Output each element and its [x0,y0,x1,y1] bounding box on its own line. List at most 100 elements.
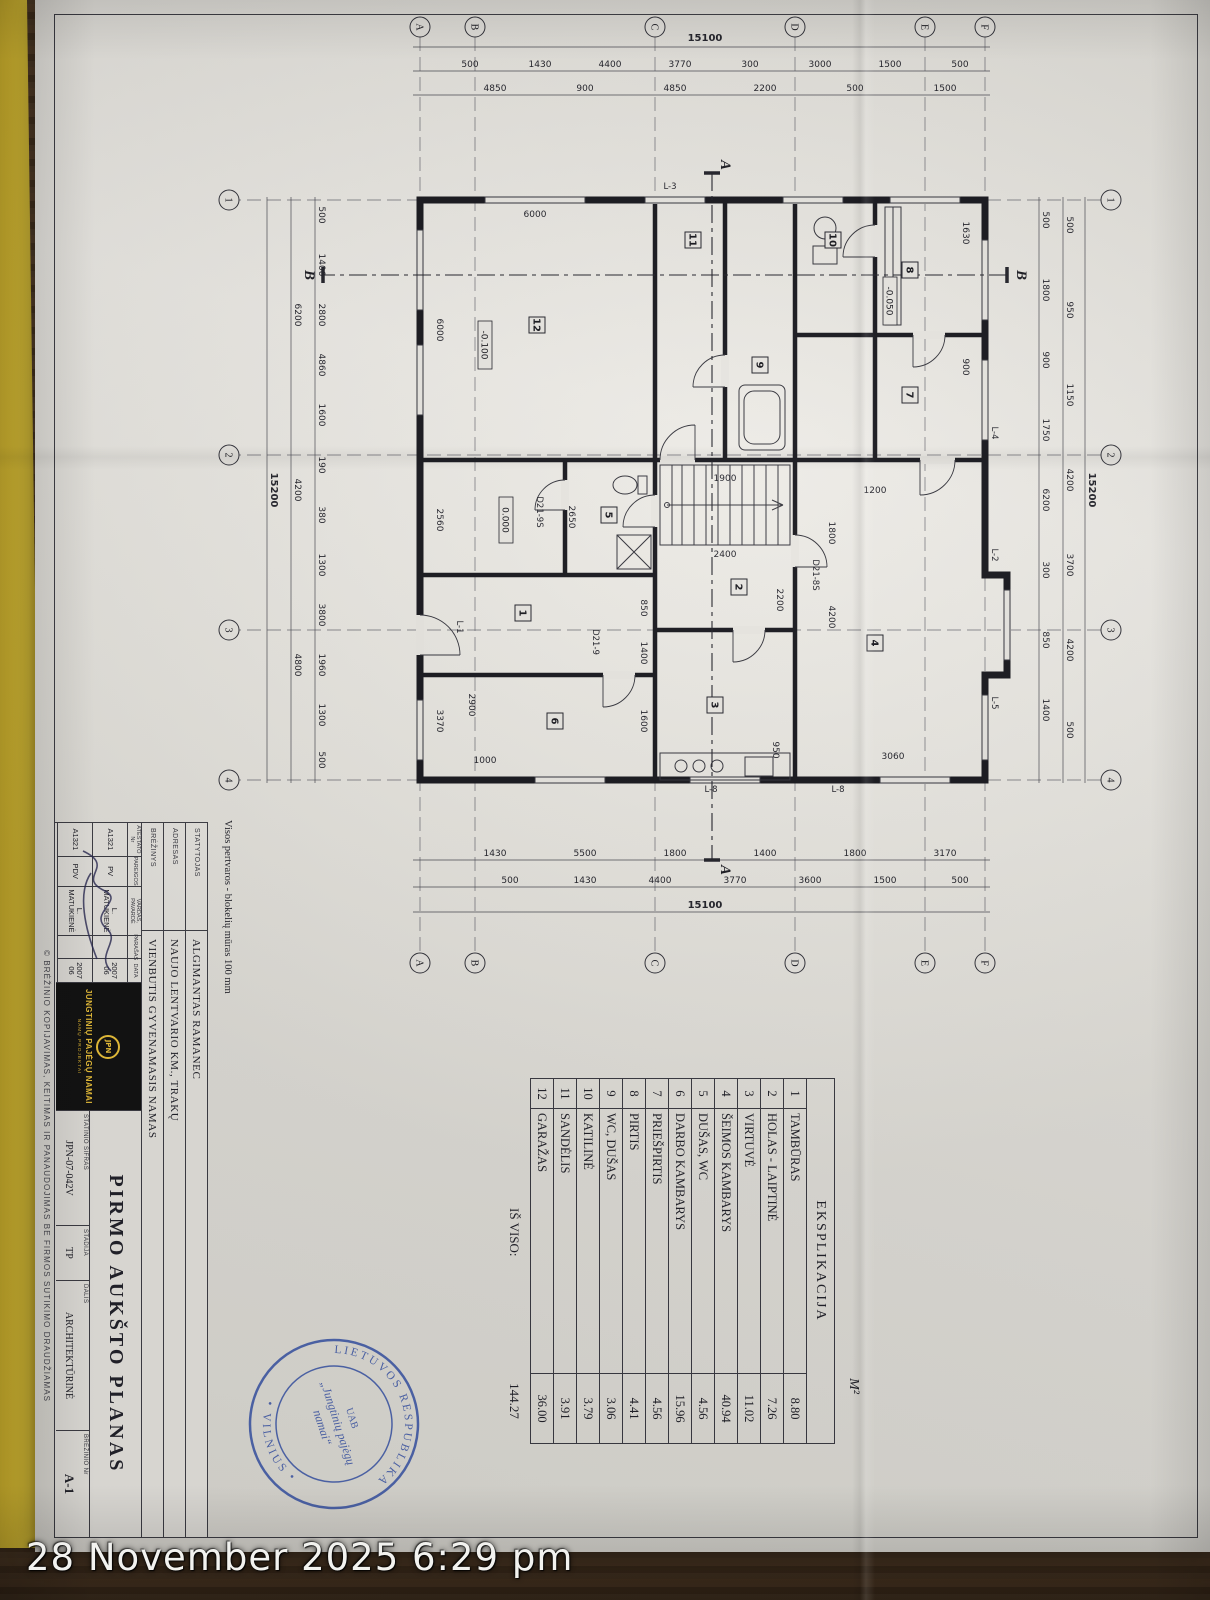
dim-label: 1600 [316,404,326,427]
section-label-b: B [301,269,317,280]
room-nr: 4 [714,1078,738,1109]
dim-label: 1430 [529,60,552,70]
atest-cell: PV [93,856,127,887]
floor-plan: A A B B 1 2 3 4 1 2 3 4 A B C D E F [218,16,1122,974]
dim-label: 1300 [316,554,326,577]
attestation-table: ATESTATO Nr PAREIGOS VARDAS, PAVARDĖ PAR… [56,823,141,983]
atest-header: DATA [132,963,139,978]
room-area: 11.02 [737,1373,761,1444]
grid-bubble-label: C [649,24,660,31]
dalis-label: DALIS [82,1284,88,1304]
grid-bubble-label: A [414,959,425,967]
dim-label: 3060 [882,752,905,762]
dim-label: 1000 [474,756,497,766]
dim-label: 2200 [774,589,784,612]
room-name: VIRTUVĖ [737,1108,761,1374]
dim-label: 1400 [1040,699,1050,722]
atest-cell: A1321 [58,823,92,857]
title-block-row: BRĖŽINYS VIENBUTIS GYVENAMASIS NAMAS [141,823,163,1537]
room-nr: 10 [576,1078,600,1109]
stamp-outer-ring [248,1338,420,1510]
grid-bubble-label: F [979,24,990,30]
grid-bubble-label: 2 [223,453,234,458]
dim-label: 1500 [874,876,897,886]
room-area: 36.00 [530,1373,554,1444]
dim-label: 1800 [826,522,836,545]
section-label-a: A [717,864,733,875]
dim-label: 1800 [664,849,687,859]
grid-bubble-label: A [414,23,425,31]
unit-label: M² [846,1378,861,1394]
opening-code: L-8 [704,785,717,795]
dim-label: 6000 [434,319,444,342]
total-label: IŠ VISO: [507,1208,522,1257]
atest-cell: L. MATUKIENĖ [93,886,127,937]
atest-header: VARDAS, PAVARDĖ [128,886,141,937]
opening-code: L-8 [831,785,844,795]
statytojas-label: STATYTOJAS [186,823,207,931]
dim-label: 500 [1040,211,1050,228]
dim-label: 2400 [714,550,737,560]
dim-label: 1500 [934,84,957,94]
room-marker: 12 [531,318,542,332]
kitchen-fixtures [659,752,791,781]
grid-bubble-label: C [649,960,660,967]
room-area: 4.56 [691,1373,715,1444]
official-stamp: LIETUVOS RESPUBLIKA • VILNIUS • UAB „Jun… [248,1332,426,1510]
room-nr: 8 [622,1078,646,1109]
title-block-row: ADRESAS NAUJO LENTVARIO KM., TRAKŲ [163,823,185,1537]
room-name: TAMBŪRAS [783,1108,807,1374]
adresas-label: ADRESAS [164,823,185,931]
door-swings [419,224,956,708]
sifras-label: STATINIO ŠIFRAS [82,1114,88,1171]
dim-label: 1600 [638,710,648,733]
dim-label: 3770 [669,60,692,70]
room-marker: 11 [687,233,698,247]
room-marker: 9 [754,362,765,369]
logo-emblem-icon: JPN [96,1034,121,1059]
dim-label: 1200 [864,486,887,496]
dimensions-interior: 6000 6000 1630 900 2200 2560 1900 2400 2… [434,210,970,766]
section-label-a: A [717,159,733,170]
room-nr: 12 [530,1078,554,1109]
company-logo: JPN JUNGTINIŲ PAJĖGŲ NAMAI NAMŲ PROJEKTA… [56,983,141,1111]
dim-label: 4200 [292,479,302,502]
level-label: -0.100 [479,330,489,359]
dim-label: 1300 [316,704,326,727]
grid-bubble-label: B [469,960,480,967]
room-nr: 9 [599,1078,623,1109]
statytojas-value: ALGIMANTAS RAMANEC [190,939,203,1080]
dim-label: 1800 [1040,279,1050,302]
room-name: DARBO KAMBARYS [668,1108,692,1374]
dim-label: 850 [638,599,648,616]
room-marker: 10 [827,233,838,247]
dim-label: 3600 [799,876,822,886]
dim-label: 3700 [1064,554,1074,577]
dim-label: 2650 [566,506,576,529]
brezinys-label: BRĖŽINYS [142,823,163,931]
room-name: GARAŽAS [530,1108,554,1374]
room-marker: 6 [549,718,560,725]
dim-label: 2560 [434,509,444,532]
dim-label: 4200 [826,606,836,629]
dimensions-bottom: 500 1400 2800 4860 1600 190 380 1300 380… [268,206,326,768]
room-nr: 7 [645,1078,669,1109]
room-nr: 6 [668,1078,692,1109]
dim-label: 1500 [879,60,902,70]
brezinio-nr-value: A-1 [62,1473,77,1495]
dim-label: 1430 [574,876,597,886]
dim-label: 500 [461,60,478,70]
room-name: PIRTIS [622,1108,646,1374]
stamp-inner-ring [275,1365,393,1483]
dim-label: 6000 [524,210,547,220]
room-area: 3.06 [599,1373,623,1444]
signature-cell [93,936,127,960]
windows [416,196,1011,784]
dimensions-top: 15200 500 950 1150 4200 3700 4200 500 50… [1040,211,1097,738]
room-area: 4.41 [622,1373,646,1444]
signature-cell [58,936,92,960]
